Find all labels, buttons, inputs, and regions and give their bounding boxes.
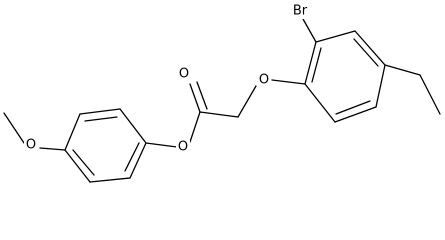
bond [271,79,306,85]
bond [119,108,147,144]
ethyl-substituent [384,64,441,115]
bond [129,142,147,179]
bond [3,112,25,144]
bond [315,30,356,43]
ether-oxygen-label: O [259,73,269,88]
bond [145,142,178,148]
bond-double-inner [335,100,371,115]
bond [39,147,66,151]
bond-carbonyl [189,83,201,113]
bond [304,41,317,85]
bromine-atom-label: Br [293,4,308,19]
bond-double-inner [124,142,140,172]
bond [199,111,239,118]
bond-double-inner [72,149,95,176]
ester-oxygen-label: O [178,140,188,155]
bond [64,113,81,151]
bond [419,74,441,115]
molecule-structure: Br O O O O [3,3,441,183]
bond [354,30,386,66]
bond [189,111,201,143]
bond-double-inner [353,38,379,67]
bond [304,83,336,123]
methoxy-substituent [3,112,66,151]
bond [89,177,131,183]
oxyacetate-linker [145,79,306,148]
left-benzene-ring [64,108,147,183]
bond-carbonyl [196,81,208,110]
bond [375,64,386,108]
bond [334,106,377,123]
bond [64,149,91,183]
bromo-substituent [302,18,317,43]
bond [302,18,317,43]
carbonyl-oxygen-label: O [179,67,189,82]
bond-double-inner [311,47,322,83]
bond [384,64,421,76]
bond [237,85,257,118]
bond [79,108,121,115]
right-benzene-ring [304,30,386,123]
bond-double-inner [84,116,118,122]
methoxy-oxygen-label: O [26,138,36,153]
